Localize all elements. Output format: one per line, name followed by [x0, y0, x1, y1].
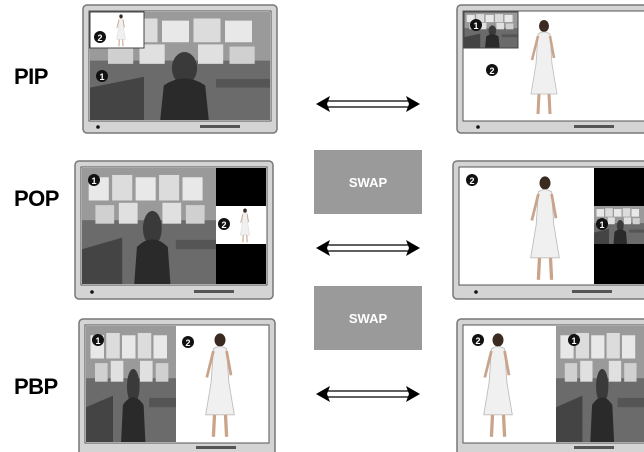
window-marker-2: 2 [469, 176, 474, 186]
monitor-pbp-after: 2 1 [456, 318, 644, 452]
swap-button-pbp[interactable]: SWAP [314, 286, 422, 350]
window-marker-1: 1 [99, 72, 104, 82]
window-marker-1: 1 [95, 336, 100, 346]
window-marker-2: 2 [489, 66, 494, 76]
window-marker-2: 2 [97, 33, 102, 43]
window-marker-1: 1 [571, 336, 576, 346]
double-arrow-icon [314, 238, 422, 258]
monitor-pip-before: 2 1 [82, 4, 278, 134]
mode-label-pip: PIP [14, 64, 48, 89]
monitor-pbp-before: 1 2 [78, 318, 278, 452]
window-marker-2: 2 [185, 338, 190, 348]
mode-label-pbp: PBP [14, 374, 58, 399]
window-marker-1: 1 [91, 176, 96, 186]
mode-label-pop: POP [14, 186, 59, 211]
swap-button-pop[interactable]: SWAP [314, 150, 422, 214]
monitor-pop-after: 2 1 [452, 160, 644, 300]
swap-button-label: SWAP [348, 174, 388, 190]
window-marker-1: 1 [473, 21, 478, 31]
monitor-pop-before: 1 2 [74, 160, 274, 300]
window-marker-2: 2 [475, 336, 480, 346]
double-arrow-icon [314, 384, 422, 404]
double-arrow-icon [314, 94, 422, 114]
window-marker-1: 1 [599, 220, 604, 230]
monitor-pip-after: 1 2 [456, 4, 644, 134]
window-marker-2: 2 [221, 220, 226, 230]
swap-button-label: SWAP [348, 310, 388, 326]
